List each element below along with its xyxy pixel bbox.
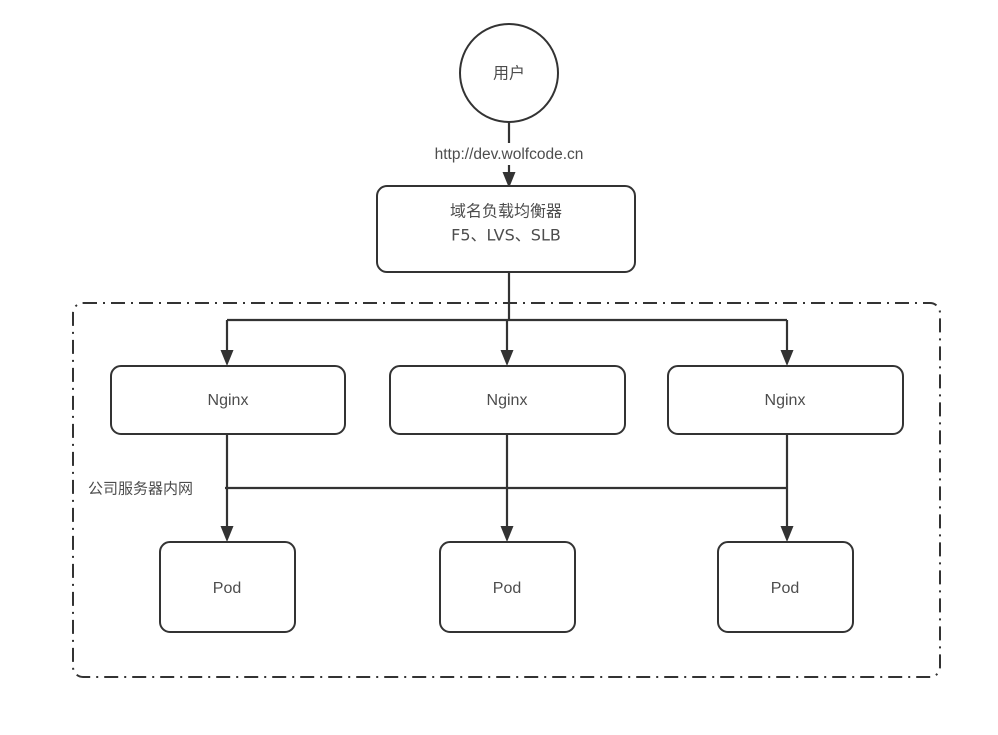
node-nginx-3[interactable]: Nginx bbox=[667, 365, 904, 435]
node-nginx-2[interactable]: Nginx bbox=[389, 365, 626, 435]
node-pod-label: Pod bbox=[213, 580, 241, 597]
node-nginx-label: Nginx bbox=[208, 392, 249, 409]
intranet-boundary bbox=[72, 302, 941, 678]
node-pod-3[interactable]: Pod bbox=[717, 541, 854, 633]
nginx-box bbox=[110, 365, 346, 435]
user-circle bbox=[459, 23, 559, 123]
node-user[interactable]: 用户 bbox=[459, 23, 559, 123]
node-load-balancer[interactable]: 域名负载均衡器 F5、LVS、SLB bbox=[376, 185, 636, 273]
node-nginx-1[interactable]: Nginx bbox=[110, 365, 346, 435]
pod-box bbox=[439, 541, 576, 633]
node-pod-2[interactable]: Pod bbox=[439, 541, 576, 633]
node-load-balancer-label-line1: 域名负载均衡器 bbox=[450, 202, 562, 221]
node-load-balancer-label-line2: F5、LVS、SLB bbox=[451, 226, 561, 245]
node-user-label: 用户 bbox=[493, 64, 525, 83]
node-pod-label: Pod bbox=[771, 580, 799, 597]
intranet-boundary-label: 公司服务器内网 bbox=[88, 480, 193, 498]
edge-user-to-loadbalancer: http://dev.wolfcode.cn bbox=[402, 122, 616, 188]
node-nginx-label: Nginx bbox=[487, 392, 528, 409]
nginx-box bbox=[667, 365, 904, 435]
edge-label-url: http://dev.wolfcode.cn bbox=[435, 146, 584, 163]
node-pod-label: Pod bbox=[493, 580, 521, 597]
node-pod-1[interactable]: Pod bbox=[159, 541, 296, 633]
pod-box bbox=[159, 541, 296, 633]
nginx-box bbox=[389, 365, 626, 435]
edge-loadbalancer-to-nginx-bus bbox=[220, 272, 794, 366]
node-nginx-label: Nginx bbox=[765, 392, 806, 409]
edge-nginx-to-pod-group bbox=[220, 434, 794, 542]
pod-box bbox=[717, 541, 854, 633]
load-balancer-box bbox=[376, 185, 636, 273]
